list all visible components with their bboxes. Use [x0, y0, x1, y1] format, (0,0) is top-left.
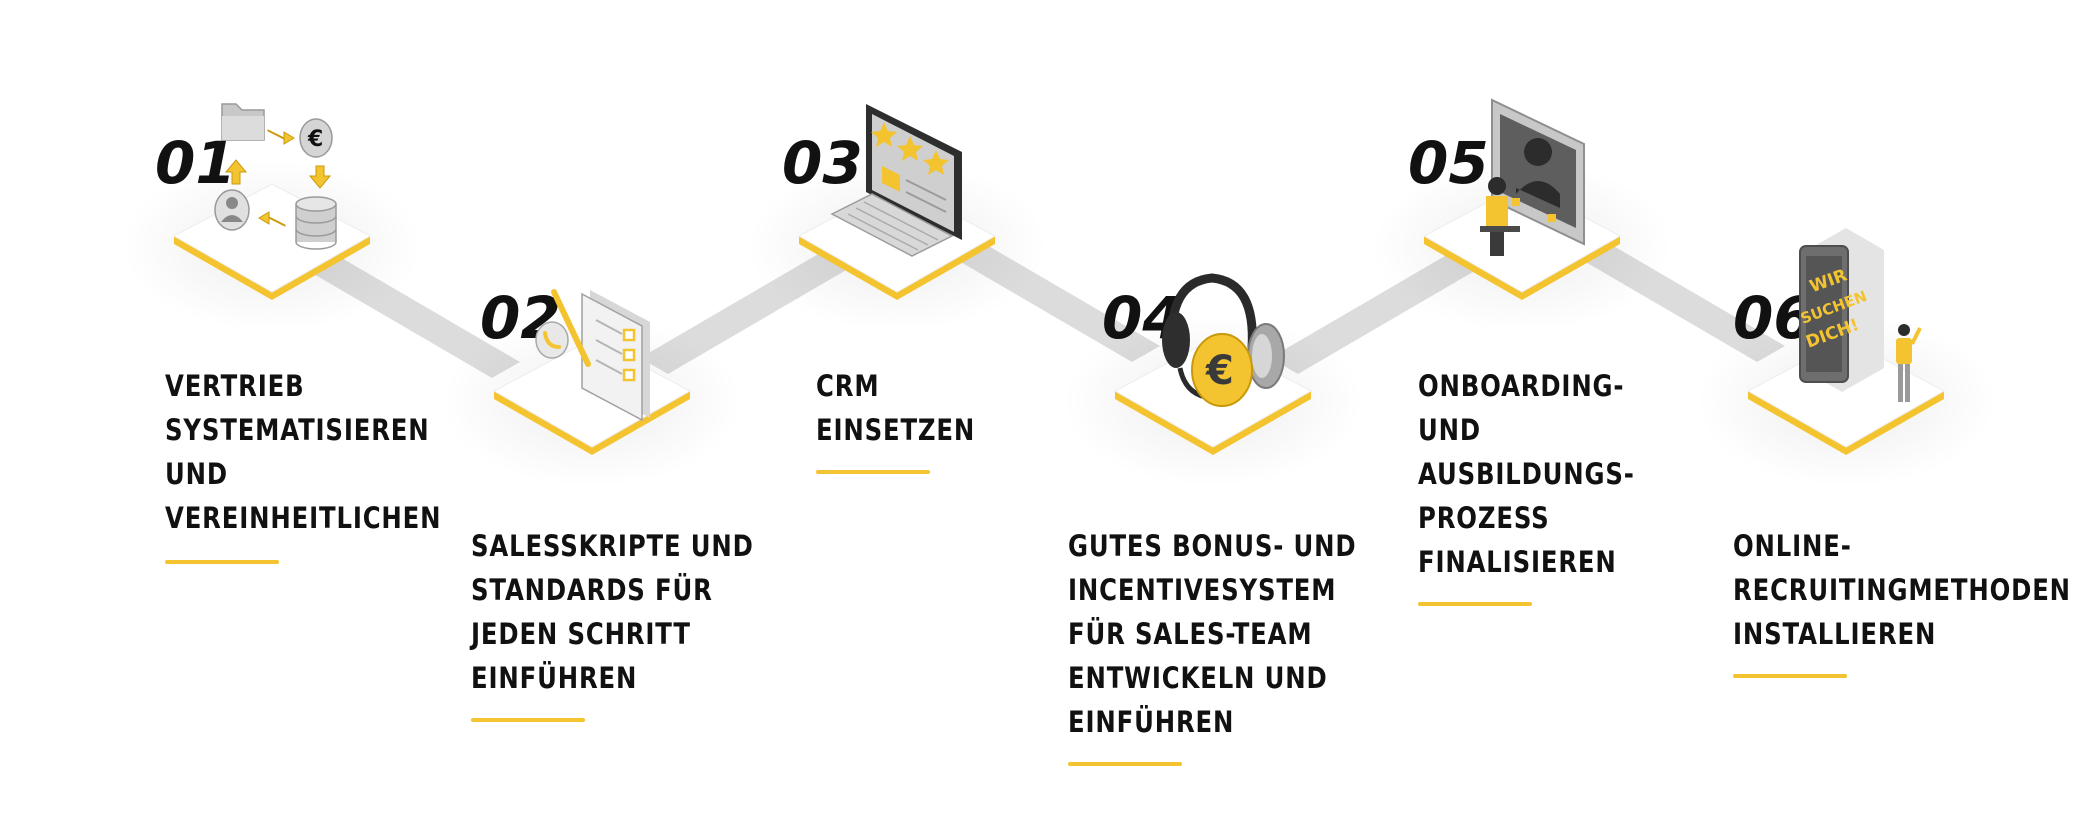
person-icon	[1480, 177, 1520, 256]
euro-coin-icon: €	[299, 118, 333, 158]
phone-icon	[535, 321, 569, 359]
step-01-label: VERTRIEB SYSTEMATISIEREN UND VEREINHEITL…	[165, 369, 442, 535]
step-03-number: 03	[782, 129, 863, 197]
step-04-label: GUTES BONUS- UND INCENTIVESYSTEM FÜR SAL…	[1068, 529, 1357, 739]
checklist-document-icon	[535, 289, 650, 422]
headset-euro-icon: €	[1162, 273, 1285, 407]
star-rating-icon	[871, 122, 949, 175]
person-icon	[1896, 324, 1922, 402]
step-05-underline	[1418, 602, 1532, 606]
step-01-underline	[165, 560, 279, 564]
svg-text:€: €	[307, 127, 323, 152]
recruiting-phone-icon: WIR SUCHEN DICH!	[1798, 228, 1922, 402]
step-02-label: SALESSKRIPTE UND STANDARDS FÜR JEDEN SCH…	[471, 529, 754, 695]
svg-text:€: €	[1205, 348, 1234, 394]
tile-top	[1746, 338, 1946, 448]
arrow-icons	[224, 129, 332, 227]
crm-computer-icon	[830, 104, 962, 257]
video-training-icon	[1480, 98, 1585, 256]
data-flow-icon: €	[214, 103, 337, 250]
step-02-underline	[471, 718, 585, 722]
database-icon	[295, 196, 337, 250]
user-coin-icon	[214, 189, 250, 231]
step-04-underline	[1068, 762, 1182, 766]
step-05-label: ONBOARDING- UND AUSBILDUNGS- PROZESS FIN…	[1418, 369, 1635, 579]
step-06-tile	[1696, 315, 1996, 487]
step-06-label: ONLINE- RECRUITINGMETHODEN INSTALLIEREN	[1733, 529, 2071, 651]
step-03-underline	[816, 470, 930, 474]
euro-icon: €	[1191, 333, 1253, 407]
step-06-underline	[1733, 674, 1847, 678]
step-05-number: 05	[1408, 129, 1489, 197]
step-03-label: CRM EINSETZEN	[816, 369, 976, 447]
